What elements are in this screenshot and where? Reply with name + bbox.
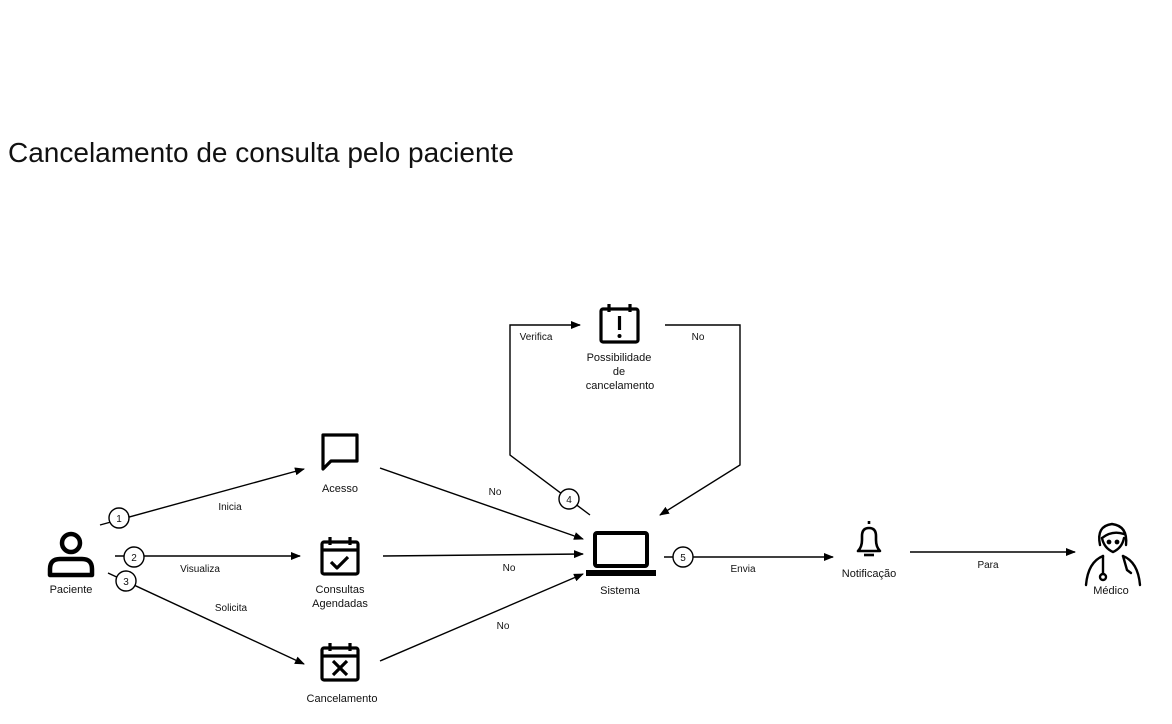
edge-solicita: [107, 572, 305, 665]
laptop-icon: [586, 531, 656, 576]
node-label-consultas-2: Agendadas: [312, 598, 368, 610]
edge-label-no-cancelamento: No: [497, 621, 510, 632]
edge-verifica: [509, 321, 591, 516]
node-label-notificacao: Notificação: [842, 568, 896, 580]
edge-consultas-sistema: [382, 550, 584, 559]
svg-text:5: 5: [680, 553, 686, 564]
calendar-x-icon: [320, 643, 360, 682]
step-3-badge: 3: [115, 570, 137, 592]
node-label-medico: Médico: [1093, 585, 1128, 597]
bell-icon: [856, 521, 882, 557]
edge-acesso-sistema: [379, 467, 584, 540]
calendar-alert-icon: [599, 304, 640, 344]
edge-possibilidade-sistema: [659, 324, 741, 516]
user-icon: [47, 531, 95, 578]
chat-icon: [321, 433, 359, 471]
edge-label-envia: Envia: [730, 564, 755, 575]
page-title: Cancelamento de consulta pelo paciente: [8, 137, 514, 168]
alert-dot: [617, 334, 622, 338]
node-label-consultas-1: Consultas: [316, 584, 365, 596]
node-label-sistema: Sistema: [600, 585, 641, 597]
node-acesso: Acesso: [321, 433, 359, 495]
node-label-possibilidade-3: cancelamento: [586, 380, 655, 392]
edge-label-para: Para: [977, 560, 999, 571]
edge-label-verifica: Verifica: [520, 332, 553, 343]
step-2-badge: 2: [123, 546, 145, 568]
node-sistema: Sistema: [586, 531, 656, 597]
edge-cancelamento-sistema: [379, 573, 584, 662]
edge-label-no-possibilidade: No: [692, 332, 705, 343]
node-label-possibilidade-1: Possibilidade: [587, 352, 652, 364]
node-paciente: Paciente: [47, 531, 95, 596]
node-possibilidade: Possibilidade de cancelamento: [586, 304, 655, 392]
svg-text:1: 1: [116, 514, 122, 525]
doctor-icon: [1084, 522, 1142, 587]
edge-label-visualiza: Visualiza: [180, 564, 220, 575]
node-label-paciente: Paciente: [50, 584, 93, 596]
node-label-possibilidade-2: de: [613, 366, 625, 378]
node-cancelamento: Cancelamento: [307, 643, 378, 705]
node-label-cancelamento: Cancelamento: [307, 693, 378, 705]
svg-text:3: 3: [123, 577, 129, 588]
calendar-check-icon: [320, 537, 360, 576]
edge-label-inicia: Inicia: [218, 502, 242, 513]
svg-text:4: 4: [566, 495, 572, 506]
edge-label-no-consultas: No: [503, 563, 516, 574]
step-1-badge: 1: [108, 507, 130, 529]
edge-inicia: [99, 467, 305, 526]
step-5-badge: 5: [672, 546, 694, 568]
node-label-acesso: Acesso: [322, 483, 358, 495]
edge-label-solicita: Solicita: [215, 603, 248, 614]
step-4-badge: 4: [558, 488, 580, 510]
node-consultas-agendadas: Consultas Agendadas: [312, 537, 368, 610]
node-medico: Médico: [1084, 522, 1142, 597]
node-notificacao: Notificação: [842, 521, 896, 580]
edge-label-no-acesso: No: [489, 487, 502, 498]
svg-text:2: 2: [131, 553, 137, 564]
